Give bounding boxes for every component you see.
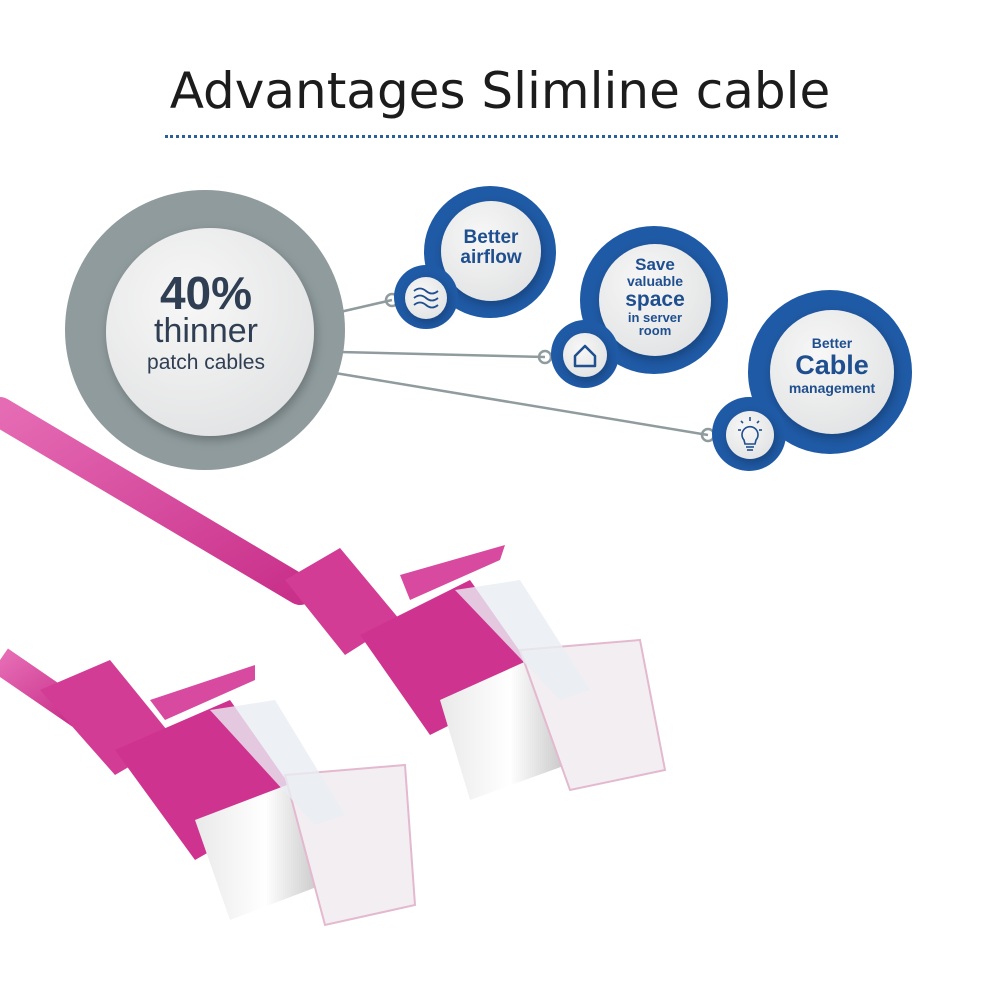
thinner-badge-text: 40% thinner patch cables xyxy=(106,270,306,373)
benefit-line: Better xyxy=(463,227,519,248)
slimline-cable-image xyxy=(0,397,667,927)
thinner-label: thinner xyxy=(154,312,258,350)
benefit-line: in server xyxy=(627,309,683,325)
benefit-space-graphic xyxy=(551,226,728,388)
benefit-line: space xyxy=(625,287,685,311)
lightbulb-icon xyxy=(738,417,762,451)
benefit-airflow-text: Better airflow xyxy=(441,228,541,268)
patch-cables-label: patch cables xyxy=(147,351,265,374)
benefit-line: management xyxy=(788,380,876,397)
benefit-line: airflow xyxy=(460,246,522,268)
benefit-cable-management-text: Better Cable management xyxy=(772,336,892,396)
benefit-airflow-graphic xyxy=(394,186,556,329)
benefit-space-text: Save valuable space in server room xyxy=(605,256,705,338)
benefit-cable-management-graphic xyxy=(712,290,912,471)
title-divider xyxy=(165,135,838,138)
benefit-line: Better xyxy=(811,335,853,351)
percent-value: 40% xyxy=(159,267,253,319)
house-icon xyxy=(573,344,597,368)
benefit-line: room xyxy=(638,323,672,339)
thinner-badge xyxy=(65,190,345,470)
connector-lines xyxy=(334,292,716,443)
benefit-line: Cable xyxy=(795,349,869,380)
airflow-waves-icon xyxy=(413,287,439,309)
benefit-line: Save xyxy=(635,255,675,274)
page-title: Advantages Slimline cable xyxy=(169,62,831,120)
benefit-line: valuable xyxy=(626,272,684,289)
